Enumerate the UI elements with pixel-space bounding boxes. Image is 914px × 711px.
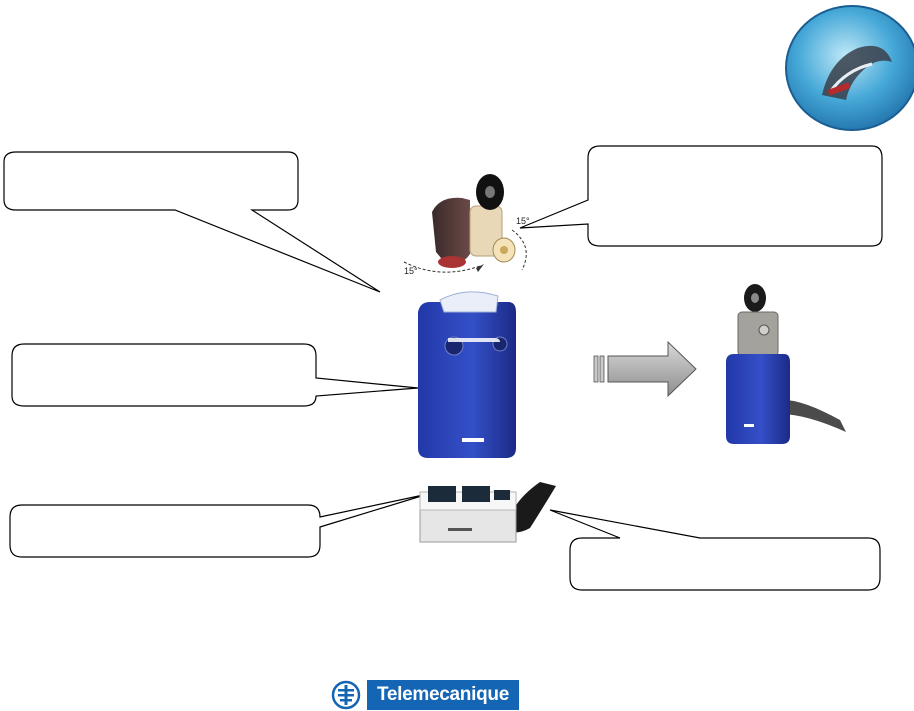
callout-top-left (3, 151, 381, 293)
circular-badge-icon (785, 5, 914, 131)
assembled-switch-illustration (726, 284, 846, 444)
callout-text-middle-left (24, 352, 304, 398)
logo-wordmark: Telemecanique (367, 680, 519, 710)
callout-top-right (519, 145, 883, 247)
contact-block-illustration (419, 482, 556, 543)
telemecanique-logo: Telemecanique (331, 679, 519, 711)
angle-label-top: 15° (516, 216, 530, 226)
callout-text-top-left (20, 160, 290, 200)
callout-text-bottom-right (582, 546, 868, 582)
rotating-head-illustration: 15° 15° (403, 174, 530, 276)
callout-text-bottom-left (22, 512, 308, 550)
callout-bottom-left (9, 493, 429, 558)
arrow-right-icon (593, 340, 697, 398)
switch-body-illustration (418, 291, 516, 458)
callout-middle-left (11, 343, 419, 407)
telemecanique-logo-icon (331, 680, 361, 710)
callout-text-top-right (600, 156, 870, 236)
angle-label-bottom: 15° (404, 266, 418, 276)
callout-bottom-right (549, 509, 881, 591)
